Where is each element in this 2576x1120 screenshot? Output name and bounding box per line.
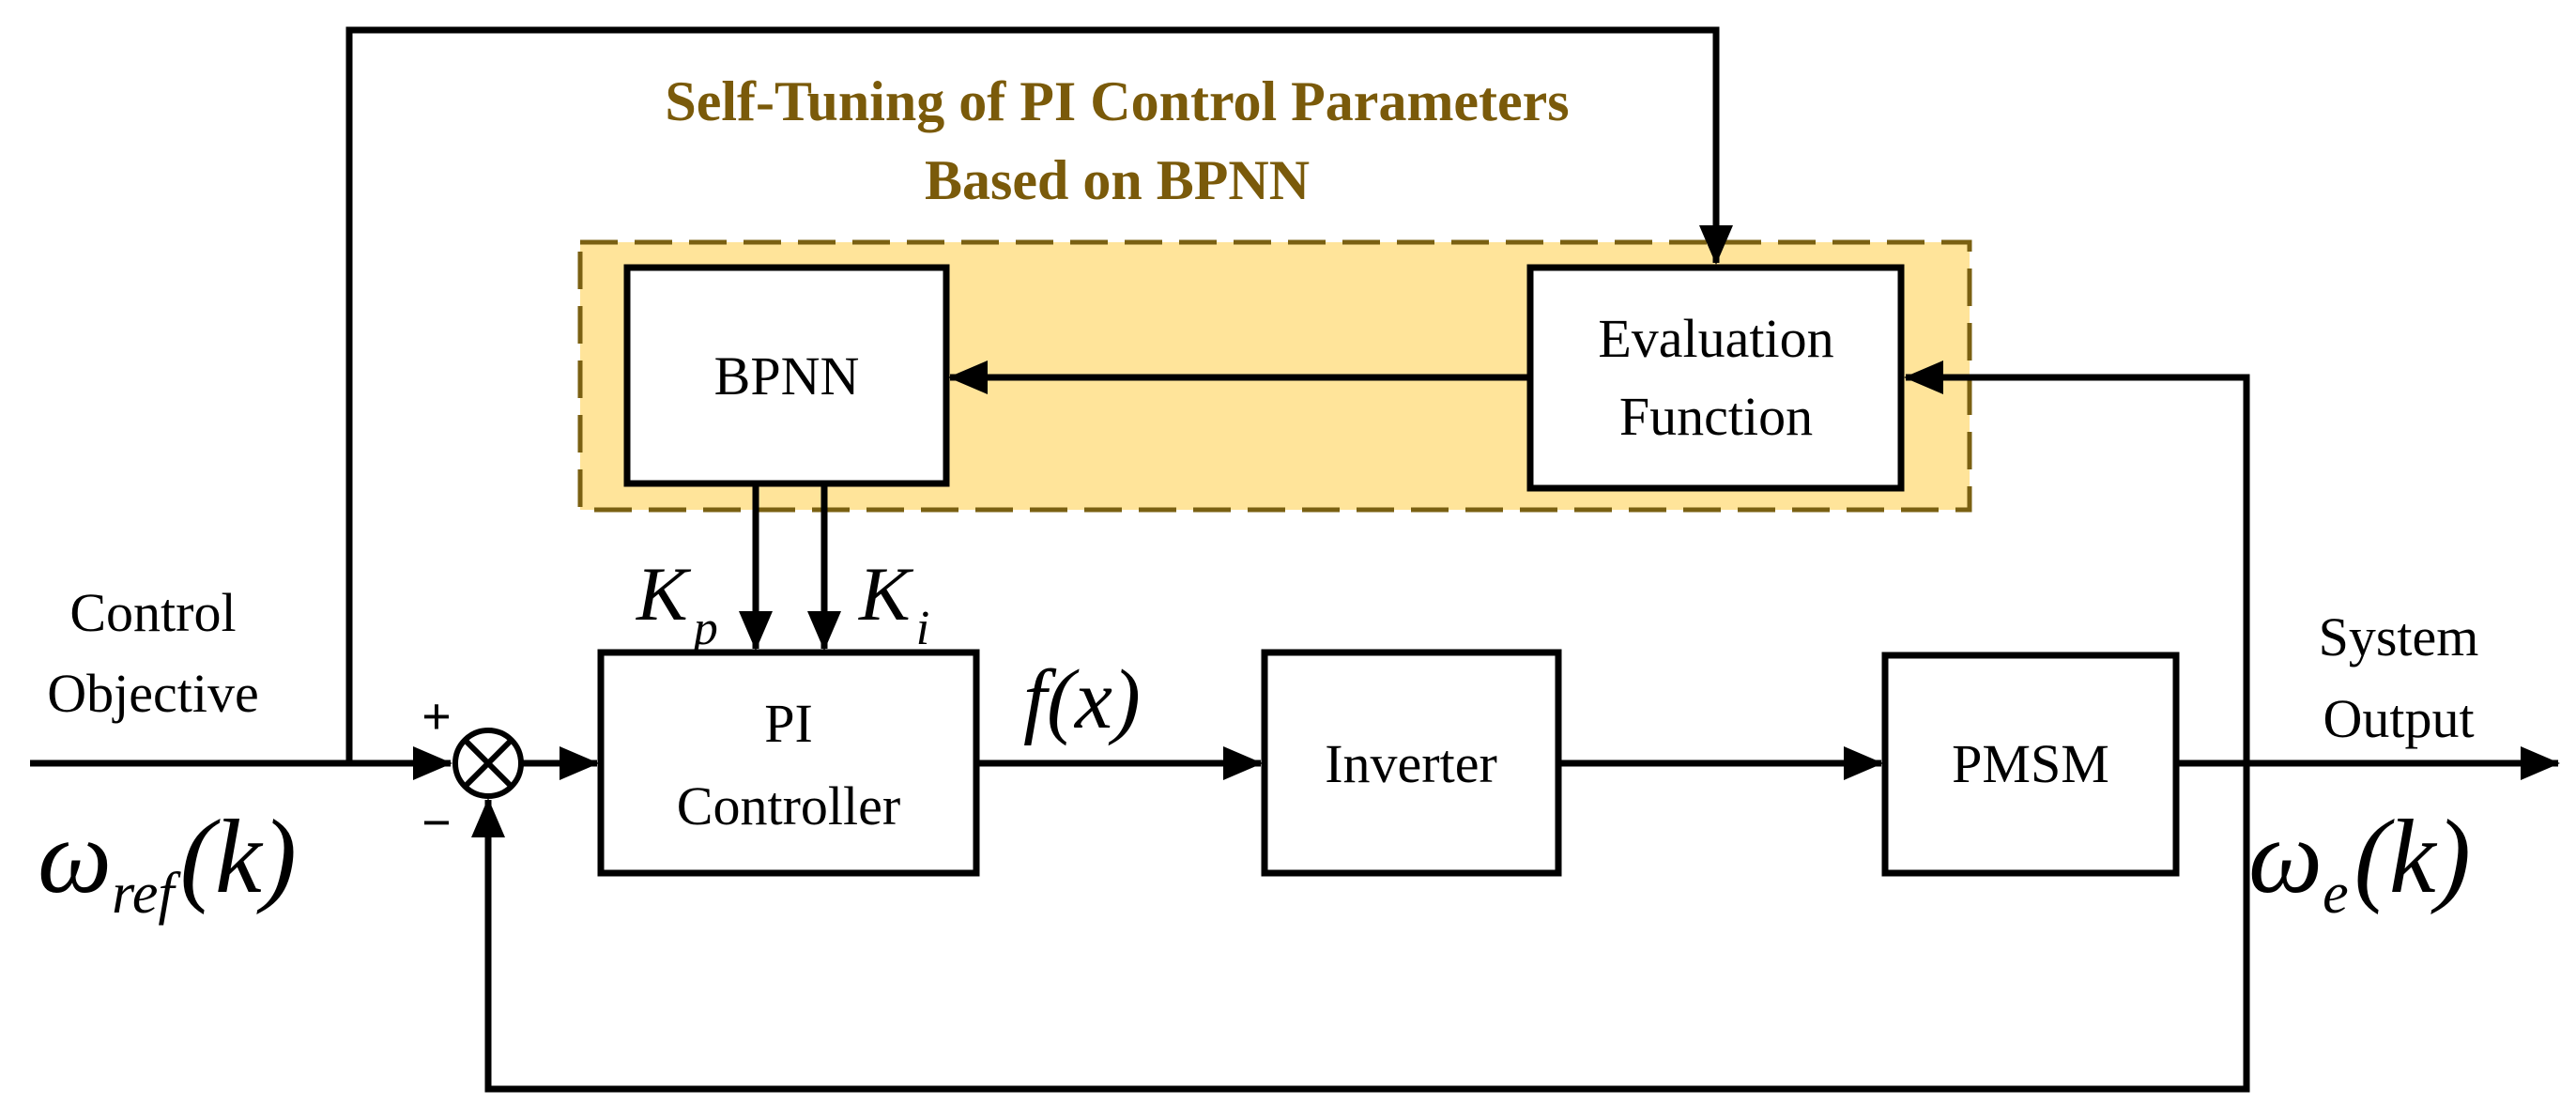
summing-junction xyxy=(452,728,524,799)
plus-sign: + xyxy=(422,688,452,746)
pi-label-line2: Controller xyxy=(677,775,900,836)
negative-feedback-line xyxy=(471,763,2250,1093)
omega-ref-label: ωref(k) xyxy=(38,799,297,926)
minus-sign: − xyxy=(422,794,452,852)
control-objective-line1: Control xyxy=(69,582,236,643)
tuning-title-line2: Based on BPNN xyxy=(925,149,1310,211)
bpnn-label: BPNN xyxy=(714,345,860,407)
pmsm-block xyxy=(1881,652,2180,877)
evaluation-label-line1: Evaluation xyxy=(1598,308,1833,369)
tuning-title-line1: Self-Tuning of PI Control Parameters xyxy=(665,70,1569,132)
system-output-line1: System xyxy=(2319,606,2479,667)
output-to-evaluation-line xyxy=(1904,361,2250,763)
fx-label: f(x) xyxy=(1023,653,1141,746)
inverter-label: Inverter xyxy=(1325,733,1497,794)
bpnn-block xyxy=(623,264,950,487)
system-output-line2: Output xyxy=(2323,688,2474,749)
evaluation-label-line2: Function xyxy=(1619,386,1813,447)
evaluation-function-block xyxy=(1526,264,1905,492)
control-objective-line2: Objective xyxy=(47,663,258,724)
reference-to-evaluation-line xyxy=(345,26,1733,763)
pi-controller-block xyxy=(597,649,980,877)
pmsm-label: PMSM xyxy=(1952,733,2109,794)
pi-label-line1: PI xyxy=(764,693,813,754)
omega-e-label: ωe(k) xyxy=(2248,799,2471,926)
inverter-block xyxy=(1261,649,1562,877)
